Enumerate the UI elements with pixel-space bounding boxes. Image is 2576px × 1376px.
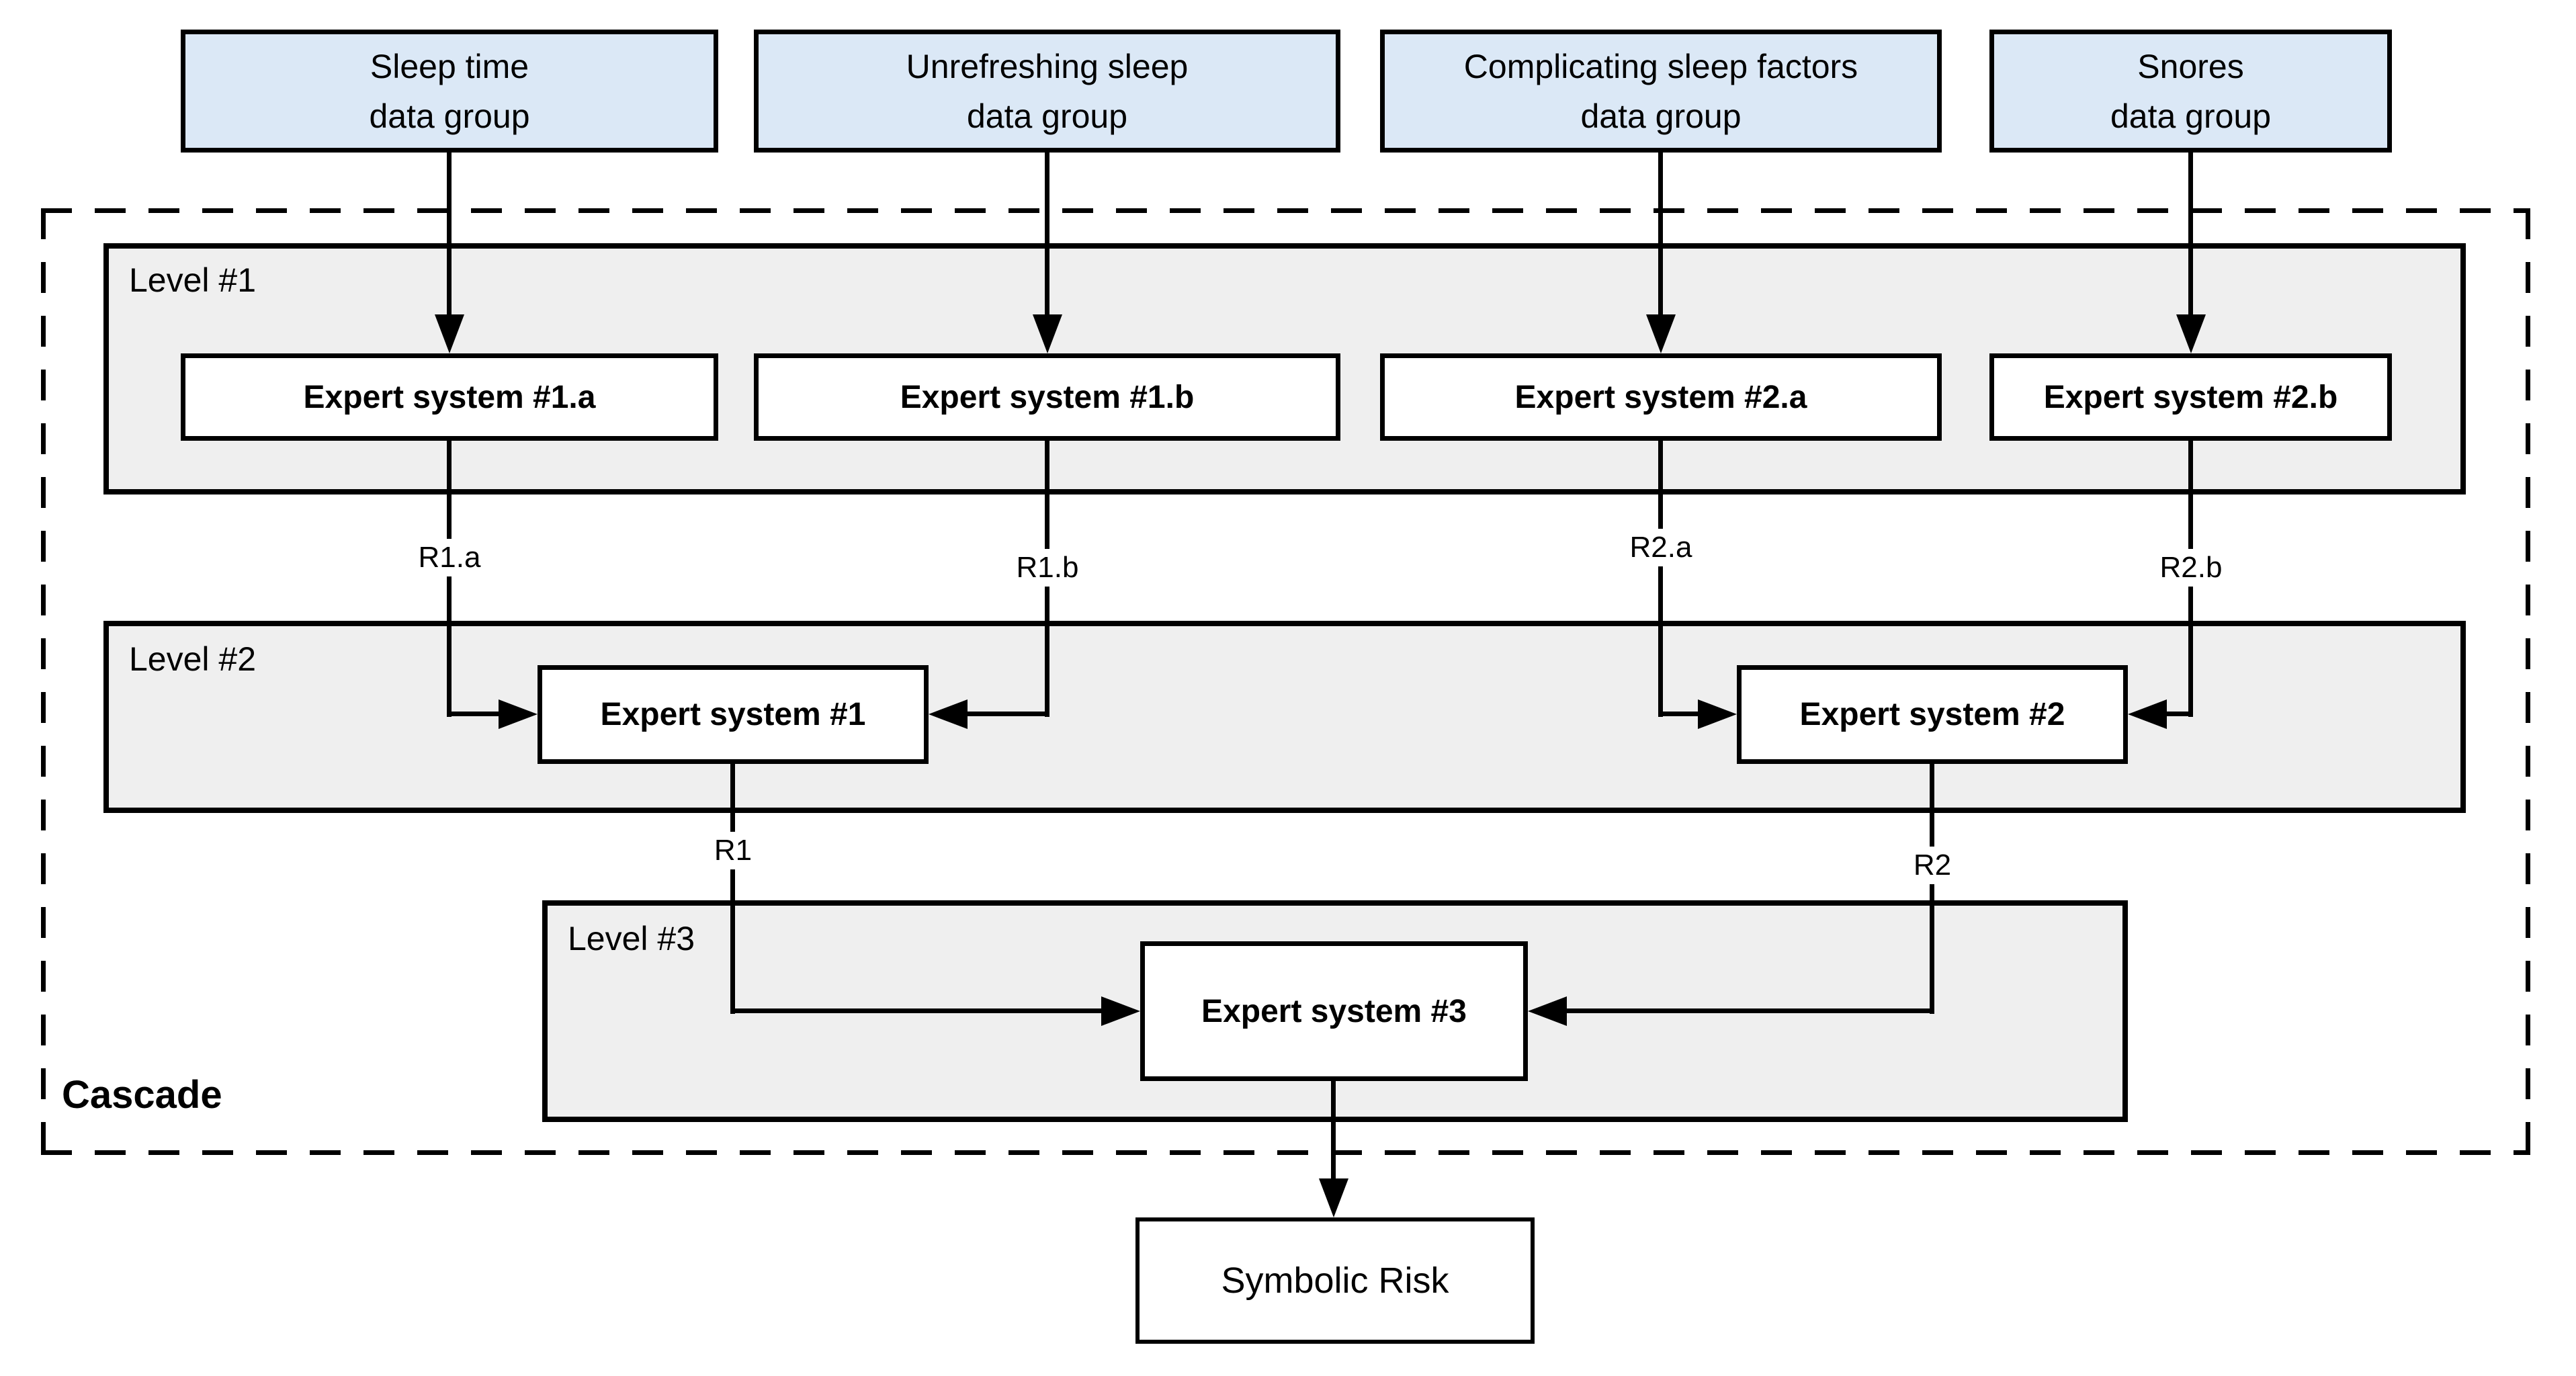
arrowhead-sleep-to-es1a xyxy=(435,314,464,353)
data-group-complicating-factors-line1: Complicating sleep factors xyxy=(1463,47,1858,85)
arrowhead-r2-into-es3 xyxy=(1528,996,1567,1026)
expert-system-1a-box: Expert system #1.a xyxy=(181,353,718,441)
connector-r1a-horizontal xyxy=(447,712,500,716)
level-2-label: Level #2 xyxy=(129,640,257,678)
arrowhead-es3-to-output xyxy=(1319,1178,1348,1217)
connector-r2a-vertical xyxy=(1658,441,1663,717)
cascade-boundary-bottom xyxy=(41,1150,2530,1155)
expert-system-2b-box: Expert system #2.b xyxy=(1989,353,2392,441)
data-group-sleep-time-line2: data group xyxy=(369,97,530,135)
expert-system-2-box: Expert system #2 xyxy=(1737,665,2128,764)
data-group-snores: Snores data group xyxy=(1989,30,2392,153)
expert-system-1b-box: Expert system #1.b xyxy=(754,353,1340,441)
connector-r2b-horizontal xyxy=(2167,712,2193,716)
cascade-label: Cascade xyxy=(62,1073,222,1117)
arrowhead-r1a-into-es1 xyxy=(499,699,538,729)
connector-snores-to-es2b xyxy=(2188,153,2193,316)
arrowhead-r2a-into-es2 xyxy=(1698,699,1737,729)
data-group-unrefreshing-sleep-line2: data group xyxy=(966,97,1128,135)
data-group-complicating-factors: Complicating sleep factors data group xyxy=(1380,30,1942,153)
level-1-label: Level #1 xyxy=(129,261,257,299)
arrowhead-unrefreshing-to-es1b xyxy=(1033,314,1062,353)
connector-r1-horizontal xyxy=(730,1008,1103,1013)
arrowhead-r1-into-es3 xyxy=(1101,996,1140,1026)
connector-sleep-to-es1a xyxy=(447,153,452,316)
data-group-sleep-time: Sleep time data group xyxy=(181,30,718,153)
connector-label-r2: R2 xyxy=(1905,847,1960,884)
connector-es3-to-output xyxy=(1331,1081,1336,1180)
cascade-boundary-left xyxy=(41,208,46,1155)
data-group-complicating-factors-line2: data group xyxy=(1580,97,1742,135)
expert-system-1-box: Expert system #1 xyxy=(538,665,929,764)
connector-r2-vertical xyxy=(1930,764,1934,1014)
connector-unrefreshing-to-es1b xyxy=(1045,153,1049,316)
data-group-sleep-time-line1: Sleep time xyxy=(370,47,529,85)
connector-r1-vertical xyxy=(730,764,735,1014)
data-group-unrefreshing-sleep: Unrefreshing sleep data group xyxy=(754,30,1340,153)
level-3-label: Level #3 xyxy=(568,920,695,957)
connector-r2a-horizontal xyxy=(1658,712,1699,716)
data-group-snores-line1: Snores xyxy=(2137,47,2244,85)
arrowhead-snores-to-es2b xyxy=(2176,314,2206,353)
symbolic-risk-box: Symbolic Risk xyxy=(1135,1217,1535,1344)
connector-label-r2b: R2.b xyxy=(2151,549,2231,587)
connector-label-r1b: R1.b xyxy=(1008,549,1087,587)
connector-label-r2a: R2.a xyxy=(1621,529,1701,566)
connector-label-r1: R1 xyxy=(705,832,761,869)
connector-r2-horizontal xyxy=(1567,1008,1934,1013)
data-group-unrefreshing-sleep-line1: Unrefreshing sleep xyxy=(906,47,1189,85)
cascade-boundary-right xyxy=(2526,208,2530,1155)
arrowhead-r1b-into-es1 xyxy=(929,699,968,729)
expert-system-3-box: Expert system #3 xyxy=(1140,941,1528,1081)
expert-system-2a-box: Expert system #2.a xyxy=(1380,353,1942,441)
arrowhead-complicating-to-es2a xyxy=(1646,314,1676,353)
connector-label-r1a: R1.a xyxy=(410,539,489,576)
connector-complicating-to-es2a xyxy=(1658,153,1663,316)
arrowhead-r2b-into-es2 xyxy=(2128,699,2167,729)
connector-r1b-horizontal xyxy=(968,712,1049,716)
cascade-boundary-top xyxy=(41,208,2530,213)
data-group-snores-line2: data group xyxy=(2110,97,2272,135)
connector-r1a-vertical xyxy=(447,441,452,717)
